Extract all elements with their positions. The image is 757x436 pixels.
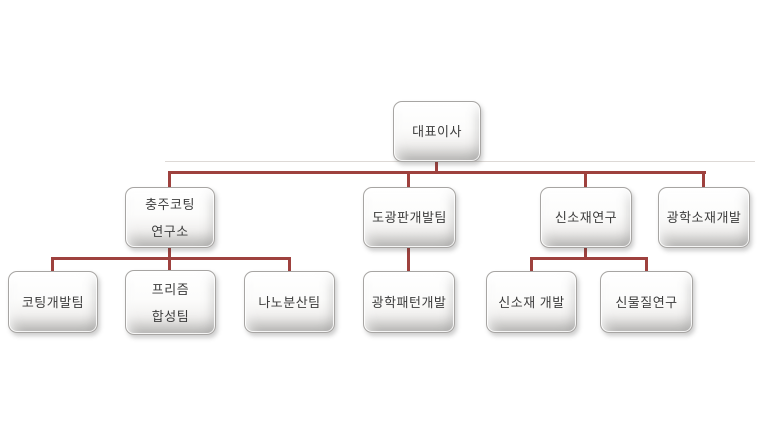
node-label: 도광판개발팀 — [372, 210, 447, 225]
org-node-optical-material-dev: 광학소재개발 — [658, 187, 750, 248]
connector-new-material-research-hline — [530, 257, 648, 260]
connector-drop-optical-material-dev — [702, 173, 705, 188]
connector-drop-new-material-research — [584, 173, 587, 188]
org-node-coating-dev-team: 코팅개발팀 — [8, 271, 98, 333]
connector-drop-lgp-dev-team — [407, 173, 410, 188]
node-label-line2: 합성팀 — [151, 308, 190, 324]
node-label: 신소재 개발 — [498, 294, 565, 310]
connector-level2-hline — [168, 171, 706, 174]
node-label: 충주코팅 — [145, 196, 195, 212]
connector-ceo-stub — [435, 160, 438, 172]
connector-drop-coating-lab — [168, 173, 171, 188]
connector-drop-new-material-dev — [530, 259, 533, 272]
connector-lgp-to-optical-pattern — [407, 247, 410, 272]
connector-drop-coating-dev-team — [51, 259, 54, 272]
org-node-prism-synthesis-team: 프리즘 합성팀 — [125, 270, 216, 335]
node-label: 나노분산팀 — [258, 294, 321, 310]
org-node-new-material-dev: 신소재 개발 — [486, 271, 577, 333]
org-node-optical-pattern-dev: 광학패턴개발 — [363, 271, 455, 333]
node-label-line2: 연구소 — [151, 223, 189, 239]
node-label: 광학소재개발 — [666, 210, 742, 225]
connector-coating-lab-hline — [51, 257, 291, 260]
org-node-new-material-research: 신소재연구 — [540, 187, 632, 248]
org-node-nano-dispersion-team: 나노분산팀 — [244, 271, 335, 333]
node-label: 프리즘 — [151, 281, 190, 297]
node-label: 대표이사 — [412, 124, 462, 139]
connector-new-material-research-stub — [584, 247, 587, 258]
org-node-new-substance-research: 신물질연구 — [600, 271, 693, 333]
node-label: 신물질연구 — [615, 294, 678, 310]
node-label: 코팅개발팀 — [21, 294, 85, 310]
org-node-ceo: 대표이사 — [393, 101, 481, 162]
org-node-lgp-dev-team: 도광판개발팀 — [363, 187, 456, 248]
connector-drop-nano-dispersion-team — [288, 259, 291, 272]
node-label: 신소재연구 — [554, 210, 618, 225]
connector-drop-new-substance-research — [645, 259, 648, 272]
org-node-coating-lab: 충주코팅 연구소 — [125, 187, 215, 248]
node-label: 광학패턴개발 — [371, 294, 447, 310]
